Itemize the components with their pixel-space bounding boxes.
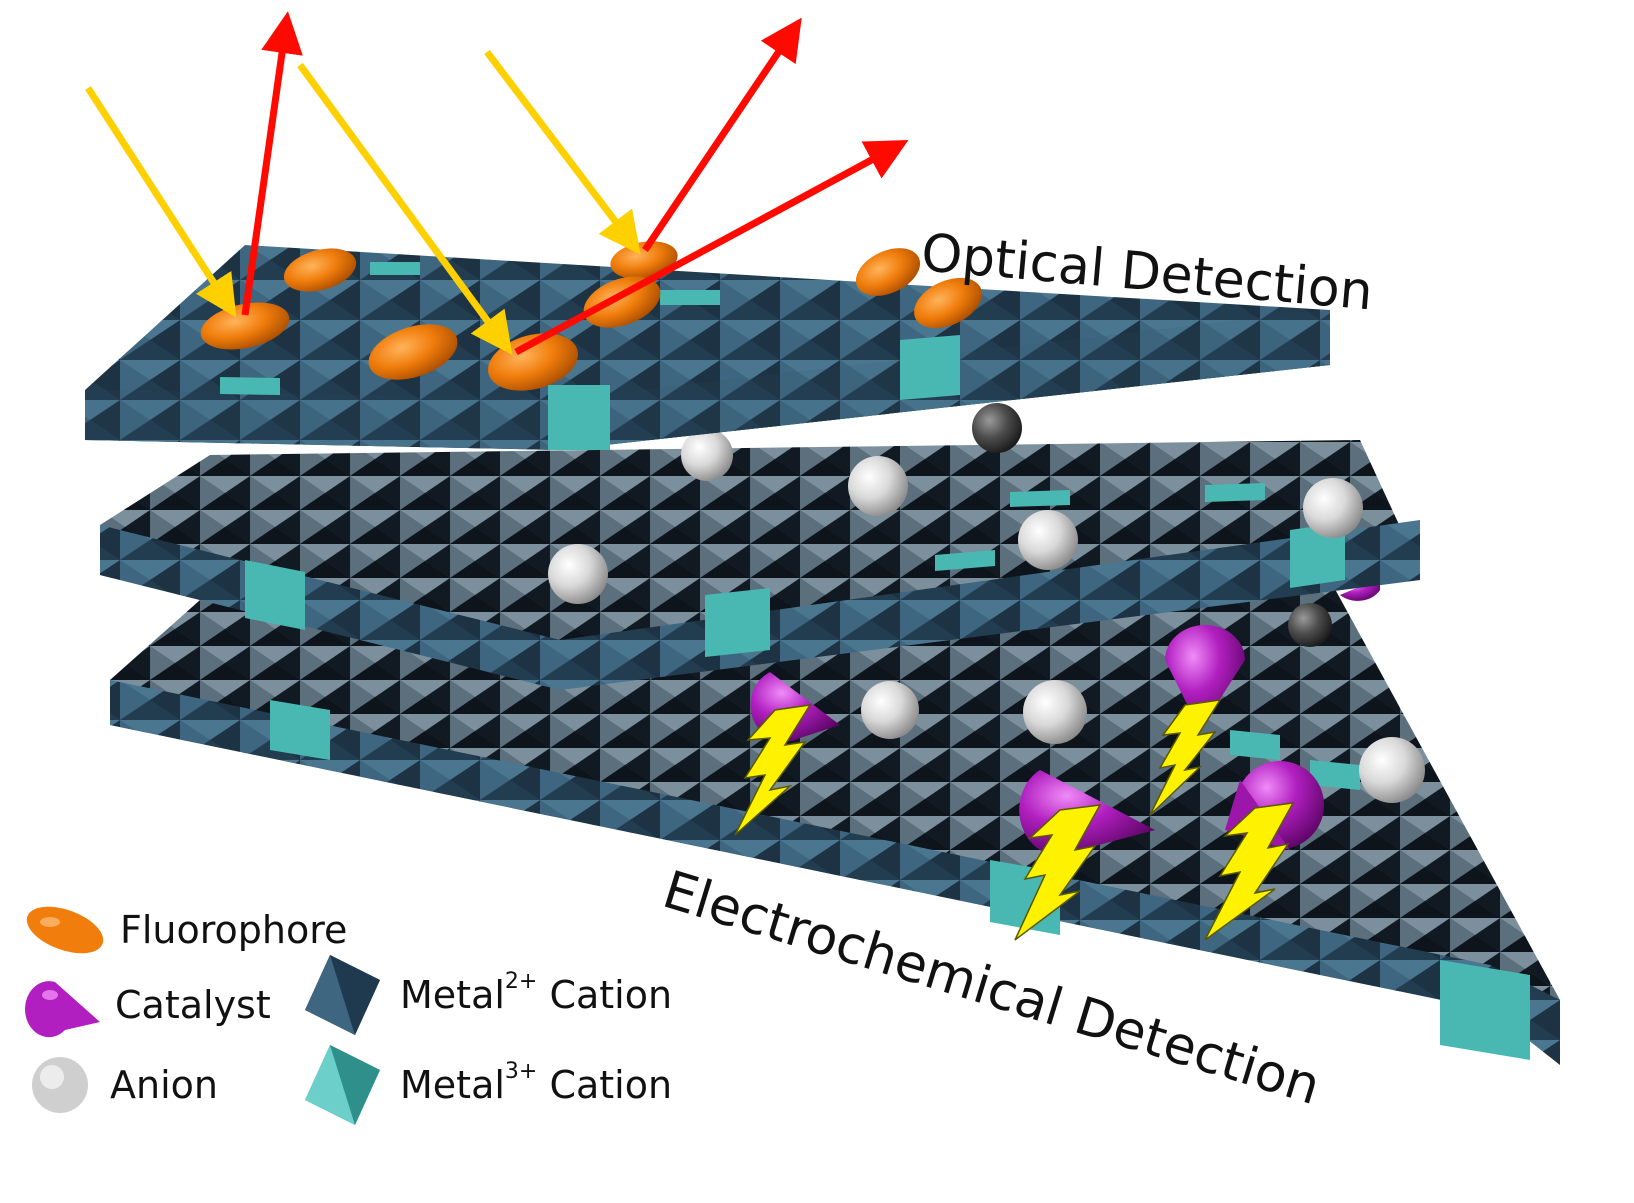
- fluorophore: [368, 324, 458, 380]
- lightning-bolt-icon: [1014, 804, 1102, 941]
- arrow-icon: [514, 140, 909, 356]
- metal3-cation-tile: [220, 377, 280, 395]
- light-arrows: [85, 11, 909, 356]
- legend-label-anion: Anion: [110, 1063, 218, 1107]
- metal3-cation-tile: [245, 560, 305, 630]
- fluorophore: [283, 248, 357, 292]
- legend-label-metal2: Metal2+ Cation: [400, 969, 673, 1017]
- legend-label-catalyst: Catalyst: [115, 983, 271, 1027]
- anion-sphere: [1023, 680, 1087, 744]
- anion-sphere: [681, 429, 733, 481]
- fluorophore: [583, 276, 661, 328]
- top-layer: [85, 245, 1330, 450]
- metal3-cation-tile: [1010, 490, 1070, 507]
- metal3-cation-tile: [1440, 960, 1530, 1060]
- metal3-cation-tile: [660, 290, 720, 305]
- legend-item-catalyst: Catalyst: [20, 970, 271, 1040]
- catalyst: [1165, 625, 1245, 730]
- legend-item-anion: Anion: [20, 1050, 218, 1120]
- legend-item-metal2: Metal2+ Cation: [300, 950, 672, 1040]
- anion-sphere: [1288, 603, 1332, 647]
- anion-icon: [32, 1057, 88, 1113]
- arrow-icon: [484, 49, 641, 255]
- metal3-cation-tile: [370, 262, 420, 275]
- fluorophore: [855, 248, 921, 296]
- metal2-cation-icon: [305, 955, 380, 1035]
- anion-sphere: [861, 681, 919, 739]
- anion-sphere: [548, 544, 608, 604]
- arrow-icon: [642, 17, 802, 252]
- metal3-cation-tile: [548, 385, 610, 450]
- fluorophore-icon: [26, 906, 104, 954]
- legend-item-metal3: Metal3+ Cation: [300, 1040, 672, 1130]
- metal3-cation-tile: [1230, 730, 1280, 760]
- metal3-cation-tile: [270, 700, 330, 760]
- arrow-icon: [297, 62, 513, 355]
- anion-sphere: [1359, 737, 1425, 803]
- catalyst-icon: [25, 981, 100, 1038]
- metal3-cation-tile: [935, 550, 995, 571]
- middle-layer-anions: [548, 403, 1363, 604]
- legend: Fluorophore Catalyst Anion Metal2+ Catio…: [20, 900, 720, 1200]
- metal3-cation-tile: [705, 588, 770, 657]
- lightning-bolt-icon: [1204, 802, 1295, 941]
- lightning-bolt-icon: [1149, 699, 1222, 816]
- middle-layer: [100, 440, 1420, 690]
- legend-item-fluorophore: Fluorophore: [20, 900, 347, 960]
- anion-sphere: [972, 403, 1022, 453]
- metal3-cation-tile: [1205, 483, 1265, 502]
- legend-label-fluorophore: Fluorophore: [120, 908, 348, 952]
- metal3-cation-tile: [900, 335, 960, 400]
- metal3-cation-tile: [1290, 522, 1345, 588]
- arrow-icon: [85, 86, 237, 318]
- bottom-layer-particles: [734, 578, 1425, 941]
- arrow-icon: [241, 11, 303, 316]
- fluorophores: [200, 241, 982, 391]
- lightning-bolt-icon: [734, 704, 812, 836]
- legend-label-metal3: Metal3+ Cation: [400, 1059, 673, 1107]
- anion-sphere: [848, 456, 908, 516]
- anion-sphere: [1303, 478, 1363, 538]
- fluorophore: [914, 277, 982, 329]
- metal3-cation-tile: [1310, 760, 1360, 790]
- anion-sphere: [1018, 510, 1078, 570]
- metal3-cation-icon: [305, 1045, 380, 1125]
